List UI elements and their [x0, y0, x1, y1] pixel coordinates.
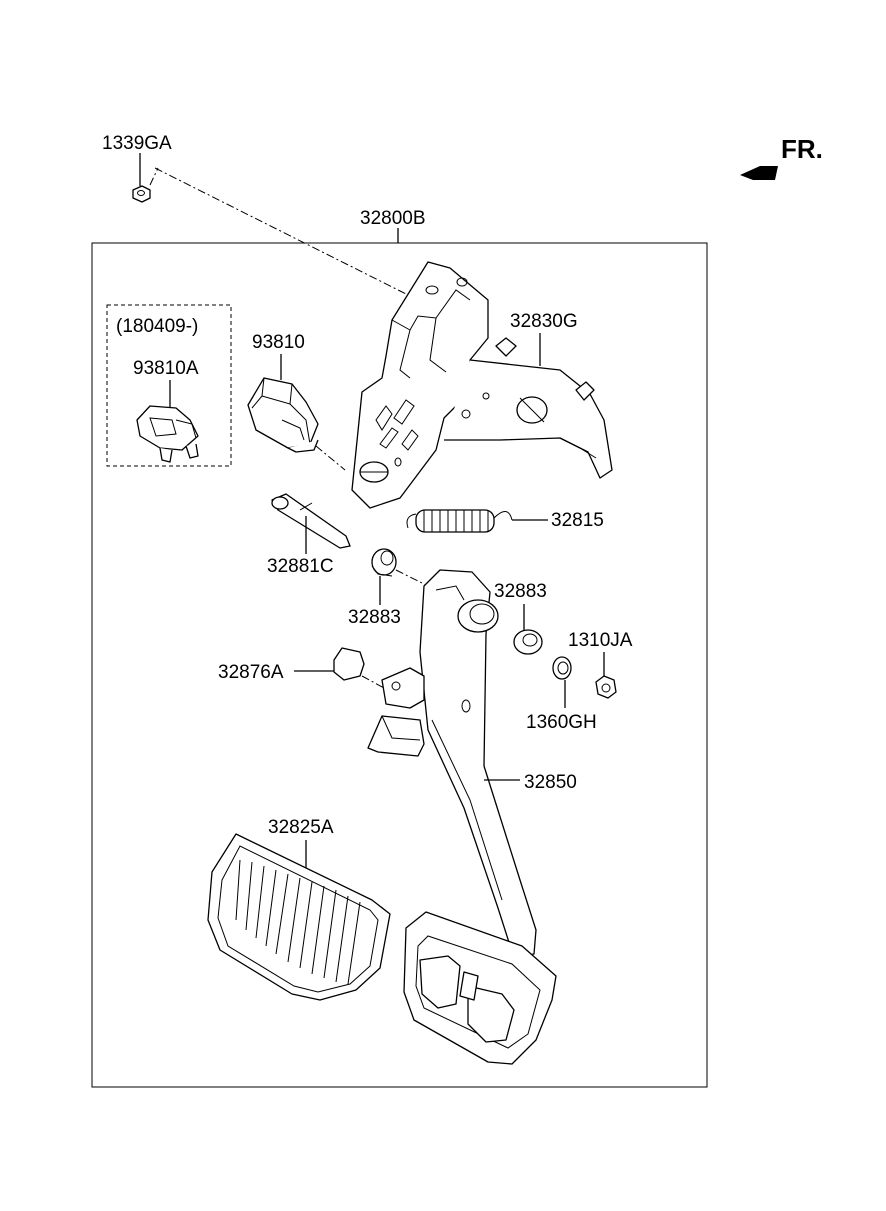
front-arrow-icon: [740, 166, 778, 180]
front-direction-marker: FR.: [740, 134, 823, 180]
label-32830g: 32830G: [510, 311, 578, 332]
label-variant-date: (180409-): [116, 316, 198, 337]
label-32883-left: 32883: [348, 607, 401, 628]
stopper-32876a-icon: [333, 647, 365, 681]
nut-1310ja-icon: [595, 675, 617, 699]
label-1339ga: 1339GA: [102, 133, 172, 154]
shaft-32881c-icon: [271, 493, 351, 549]
front-direction-label: FR.: [781, 134, 823, 164]
label-32883-right: 32883: [494, 581, 547, 602]
label-32815: 32815: [551, 510, 604, 531]
label-32825a: 32825A: [268, 817, 334, 838]
label-32876a: 32876A: [218, 662, 284, 683]
bushing-32883-left-icon: [371, 548, 429, 587]
label-32800b: 32800B: [360, 208, 426, 229]
washer-1360gh-icon: [552, 656, 572, 680]
pedal-arm-32850: [367, 569, 537, 959]
pedal-foot-plate: [403, 911, 557, 1065]
nut-1339ga-icon: [132, 185, 151, 203]
label-1360gh: 1360GH: [526, 712, 597, 733]
label-32881c: 32881C: [267, 556, 334, 577]
label-32850: 32850: [524, 772, 577, 793]
assembly-frame: [91, 242, 708, 1088]
pedal-pad-32825a: [207, 833, 391, 1001]
variant-box: [106, 304, 232, 467]
label-93810: 93810: [252, 332, 305, 353]
label-93810a: 93810A: [133, 358, 199, 379]
pedal-bracket: [351, 261, 613, 509]
bushing-32883-right-icon: [513, 629, 543, 655]
sensor-93810-icon: [247, 377, 346, 471]
spring-32815-icon: [406, 509, 513, 533]
sensor-93810a-icon: [136, 405, 199, 463]
label-1310ja: 1310JA: [568, 630, 633, 651]
dash-line-1339ga: [154, 167, 429, 306]
